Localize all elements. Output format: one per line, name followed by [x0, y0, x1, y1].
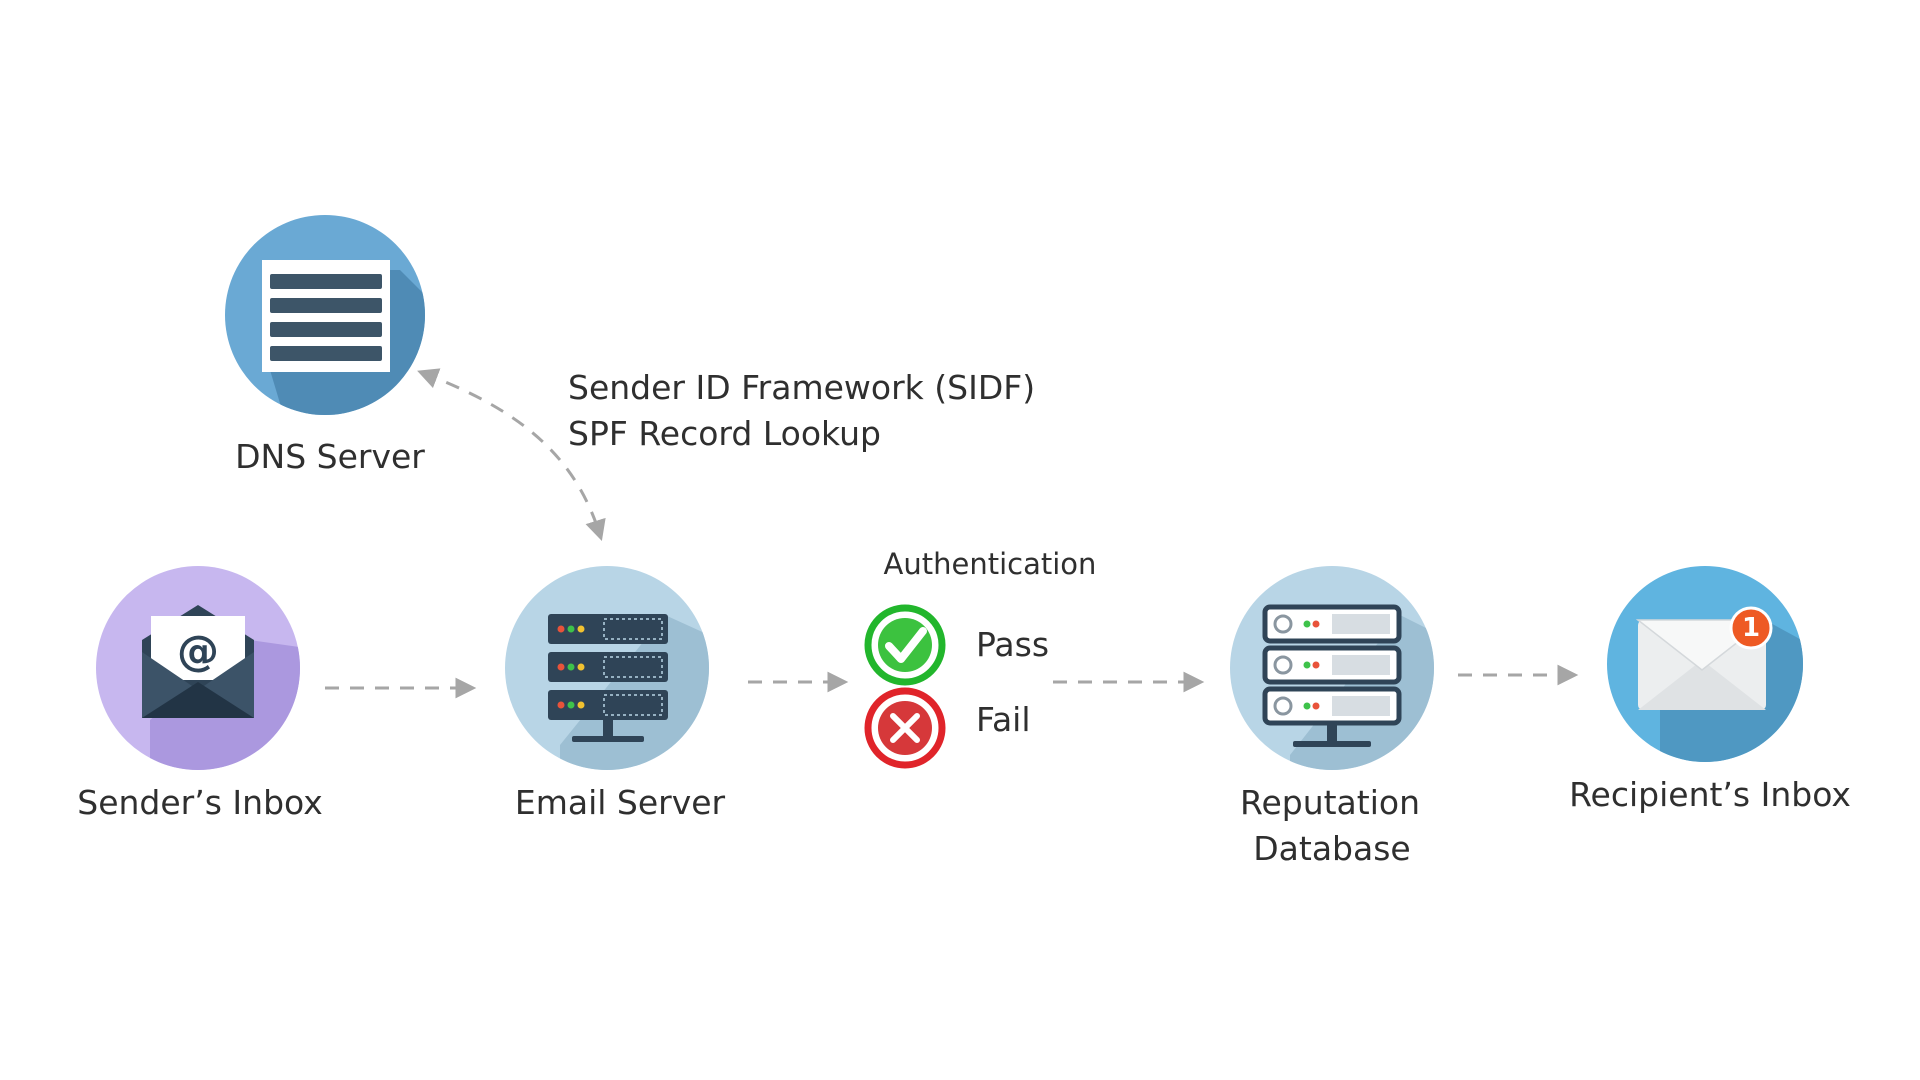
- database-server-icon: [1262, 604, 1402, 747]
- recipients-inbox-node: [1607, 566, 1803, 762]
- dns-record-icon: [262, 260, 390, 372]
- authentication-title: Authentication: [883, 547, 1097, 581]
- pass-label: Pass: [976, 625, 1050, 664]
- server-rack-icon: [548, 614, 668, 742]
- reputation-database-label-line1: Reputation: [1240, 783, 1420, 822]
- senders-inbox-node: @: [96, 566, 300, 770]
- recipients-inbox-label: Recipient’s Inbox: [1569, 775, 1851, 814]
- x-mark-icon: [864, 687, 946, 769]
- connector-dns-email: [417, 368, 606, 542]
- open-envelope-at-icon: @: [142, 605, 254, 718]
- reputation-database-label-line2: Database: [1253, 829, 1411, 868]
- notification-count: 1: [1741, 613, 1761, 643]
- svg-text:@: @: [177, 626, 219, 675]
- fail-label: Fail: [976, 700, 1031, 739]
- annotation-spf-lookup: SPF Record Lookup: [568, 414, 881, 453]
- reputation-database-node: [1230, 566, 1434, 770]
- envelope-notification-icon: [1635, 606, 1773, 710]
- checkmark-icon: [864, 604, 946, 686]
- dns-server-node: [225, 215, 425, 415]
- senders-inbox-label: Sender’s Inbox: [77, 783, 323, 822]
- email-server-label: Email Server: [514, 783, 726, 822]
- email-server-node: [505, 566, 709, 770]
- annotation-sidf: Sender ID Framework (SIDF): [568, 368, 1036, 407]
- dns-server-label: DNS Server: [235, 437, 425, 476]
